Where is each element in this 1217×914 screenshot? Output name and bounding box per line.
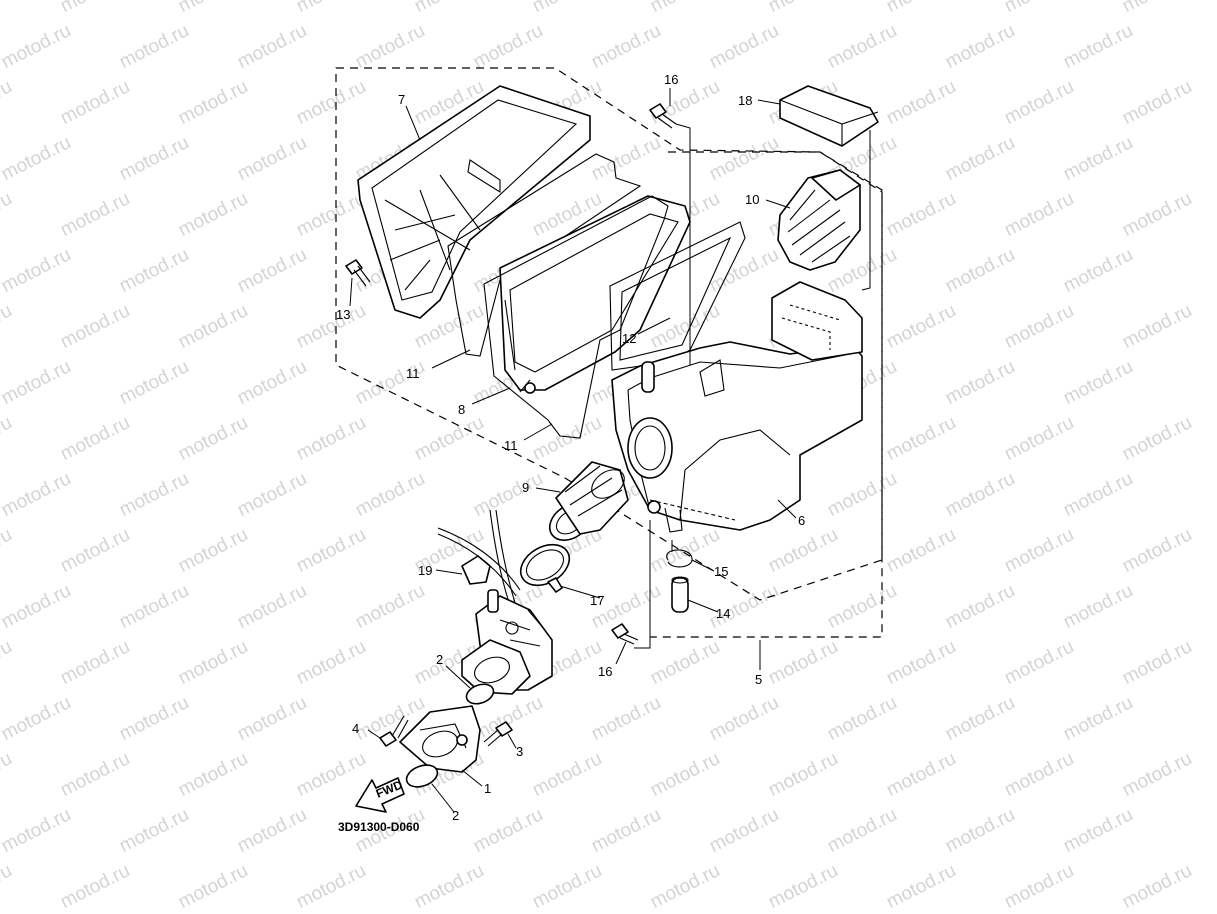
diagram-code: 3D91300-D060 [338,820,420,834]
callout-12: 12 [622,331,636,346]
callout-14: 14 [716,606,730,621]
drain-plug [671,576,689,613]
o-ring-upper [465,683,495,705]
air-box-upper-section [771,281,863,361]
air-cleaner-cap [357,85,591,319]
intake-manifold [399,705,481,773]
o-ring-lower [405,764,439,788]
clip [666,549,693,568]
callout-16-upper: 16 [664,72,678,87]
callout-13: 13 [336,307,350,322]
carburetor-joint [548,461,629,541]
callout-2-upper: 2 [436,652,443,667]
hose-clamp [519,543,571,593]
bolt-13 [345,259,371,287]
bolt-16-lower [611,623,639,645]
callout-16-lower: 16 [598,664,612,679]
callout-4: 4 [352,721,359,736]
callout-7: 7 [398,92,405,107]
callout-11-lower: 11 [504,438,518,453]
callout-9: 9 [522,480,529,495]
callout-3: 3 [516,744,523,759]
callout-2-lower: 2 [452,808,459,823]
callout-18: 18 [738,93,752,108]
air-box-case [611,341,863,533]
gasket-upper [447,153,642,357]
leader-lines [349,88,871,813]
filter-element [499,195,691,394]
callout-15: 15 [714,564,728,579]
callout-17: 17 [590,593,604,608]
bolt-4 [379,715,409,747]
forward-direction-arrow: FWD [355,777,405,813]
callout-10: 10 [745,192,759,207]
bolt-3 [483,721,513,747]
carburetor [461,589,553,695]
callout-11-upper: 11 [406,366,420,381]
callout-6: 6 [798,513,805,528]
callout-5: 5 [755,672,762,687]
callout-19: 19 [418,563,432,578]
callout-labels: 7 16 18 10 13 11 8 11 12 9 6 15 14 17 19… [336,72,805,823]
callout-8: 8 [458,402,465,417]
callout-1: 1 [484,781,491,796]
small-cover [779,85,879,147]
gasket-lower [483,195,669,439]
assembly-boundary-box [650,151,883,638]
bolt-16-upper [649,103,677,129]
intake-duct [777,169,861,271]
